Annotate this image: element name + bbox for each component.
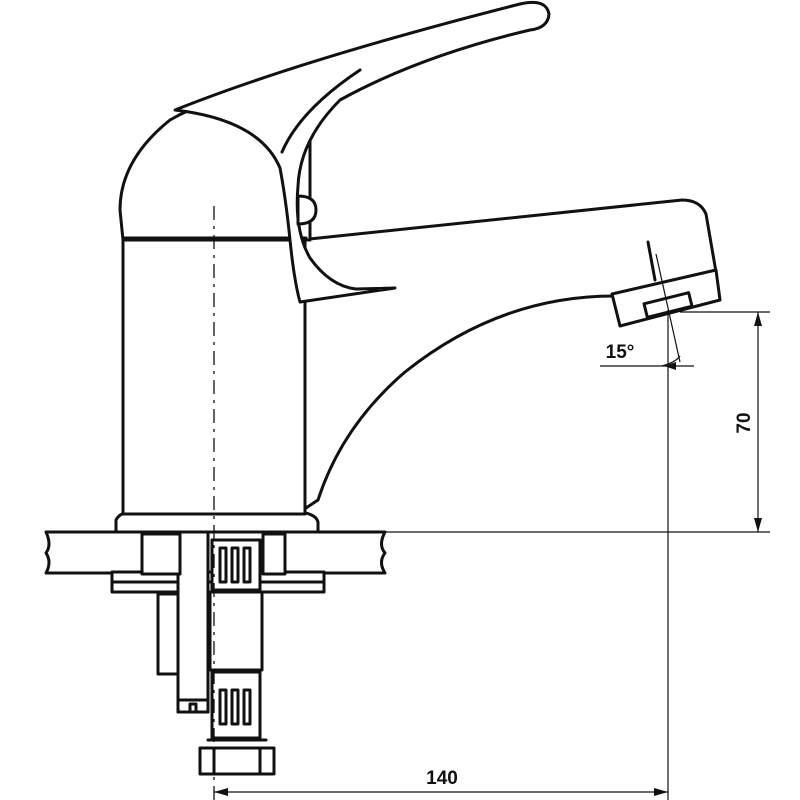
mounting-hardware bbox=[140, 530, 287, 776]
angle-dimension-label: 15° bbox=[606, 342, 635, 363]
height-dimension-label: 70 bbox=[734, 412, 755, 433]
dimension-lines bbox=[214, 253, 770, 800]
faucet-body bbox=[114, 0, 722, 534]
width-dimension-label: 140 bbox=[426, 768, 458, 789]
